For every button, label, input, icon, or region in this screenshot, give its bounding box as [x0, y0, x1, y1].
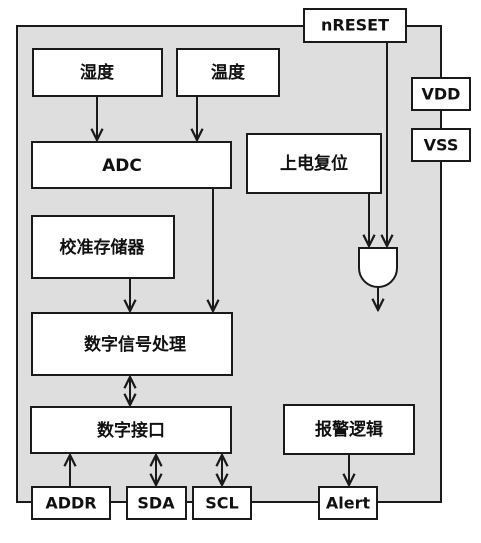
addr-pin-label: ADDR [45, 494, 96, 513]
humidity-label: 湿度 [80, 62, 115, 83]
vss-pin-label: VSS [424, 136, 459, 155]
addr-pin: ADDR [31, 486, 111, 520]
adc-block: ADC [31, 141, 232, 189]
humidity-block: 湿度 [32, 48, 163, 97]
power-on-reset-block: 上电复位 [246, 133, 382, 194]
alert-pin: Alert [318, 486, 378, 520]
temperature-block: 温度 [176, 48, 280, 97]
alarm-logic-block: 报警逻辑 [283, 404, 415, 455]
digital-interface-block: 数字接口 [30, 406, 232, 454]
calibration-memory-label: 校准存储器 [60, 237, 146, 258]
digital-signal-processing-label: 数字信号处理 [84, 334, 186, 355]
sda-pin-label: SDA [137, 494, 175, 513]
alarm-logic-label: 报警逻辑 [315, 419, 383, 440]
nreset-pin: nRESET [303, 8, 407, 43]
temperature-label: 温度 [211, 62, 246, 83]
scl-pin-label: SCL [205, 494, 238, 513]
vdd-pin-label: VDD [422, 85, 461, 104]
digital-interface-label: 数字接口 [97, 420, 165, 441]
calibration-memory-block: 校准存储器 [31, 215, 175, 279]
adc-label: ADC [102, 156, 142, 176]
sda-pin: SDA [126, 486, 187, 520]
nreset-pin-label: nRESET [321, 16, 389, 35]
power-on-reset-label: 上电复位 [280, 153, 348, 174]
alert-pin-label: Alert [326, 494, 371, 513]
and-gate [358, 247, 398, 288]
scl-pin: SCL [192, 486, 252, 520]
vss-pin: VSS [411, 128, 471, 162]
digital-signal-processing-block: 数字信号处理 [31, 312, 233, 376]
vdd-pin: VDD [411, 77, 471, 111]
